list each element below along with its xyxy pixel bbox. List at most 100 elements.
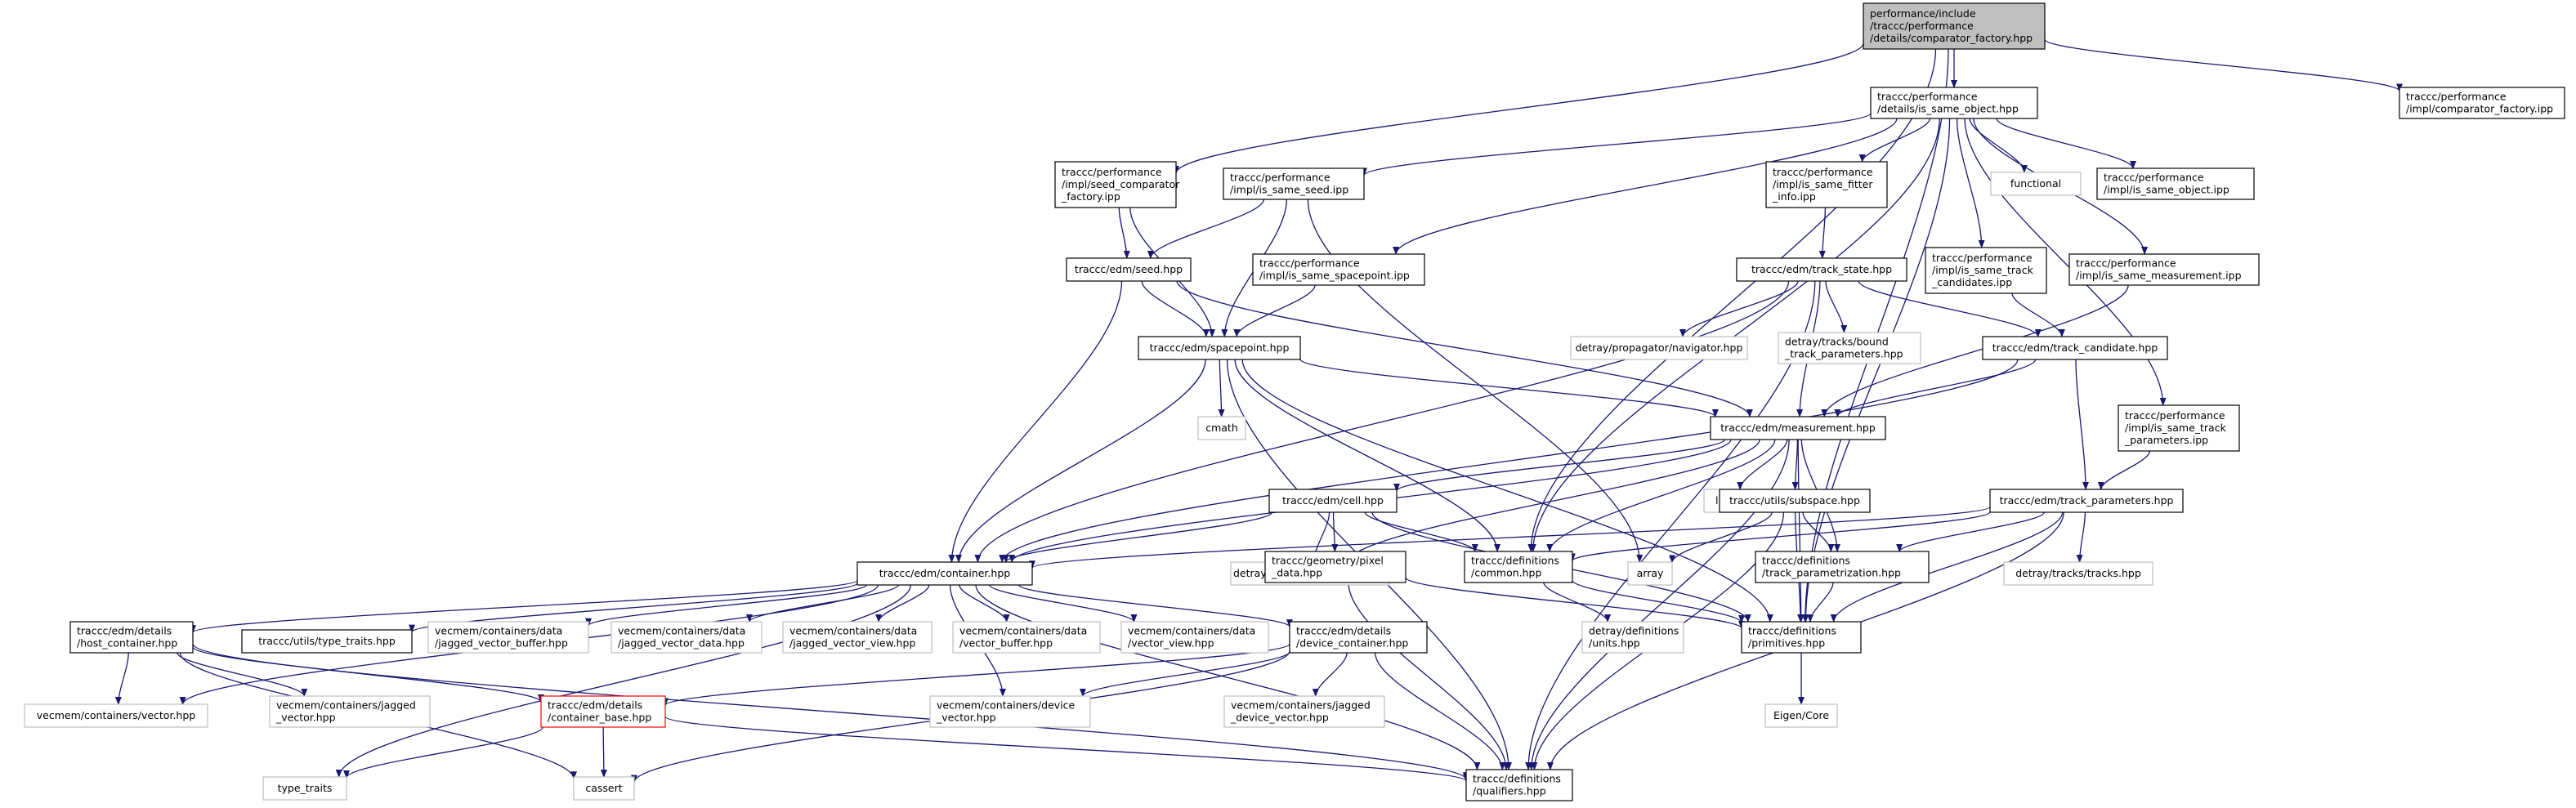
edge-is_same_fitter_info_ipp-to-track_state_hpp <box>1818 207 1827 259</box>
node-is-same-track-parameters-ipp[interactable]: traccc/performance/impl/is_same_track_pa… <box>2118 404 2240 452</box>
node-label-line: /units.hpp <box>1589 637 1640 650</box>
edge-track_parameters_hpp-to-track_parametrization_hpp <box>1896 511 2045 552</box>
node-device-container-hpp[interactable]: traccc/edm/details/device_container.hpp <box>1289 621 1428 654</box>
edge-seed_comparator_factory_ipp-to-seed_hpp <box>1118 207 1130 259</box>
node-box <box>1264 551 1407 583</box>
node-label-line: vecmem/containers/data <box>618 625 745 637</box>
edge-root-to-common_hpp <box>1527 48 1937 552</box>
node-box <box>1054 161 1177 208</box>
edge-track_parameters_hpp-to-container_hpp <box>1029 506 1991 569</box>
node-measurement-hpp[interactable]: traccc/edm/measurement.hpp <box>1710 416 1886 440</box>
node-label-line: traccc/utils/type_traits.hpp <box>258 635 396 647</box>
node-label-line: _track_parameters.hpp <box>1784 348 1903 360</box>
node-subspace-hpp[interactable]: traccc/utils/subspace.hpp <box>1719 489 1871 513</box>
node-qualifiers-hpp[interactable]: traccc/definitions/qualifiers.hpp <box>1465 769 1573 801</box>
node-label-line: traccc/performance <box>2104 172 2204 184</box>
edge-device_container_hpp-to-jagged_device_vector_hpp <box>1312 652 1348 697</box>
node-pixel-data-hpp[interactable]: traccc/geometry/pixel_data.hpp <box>1264 551 1407 583</box>
node-label-line: /qualifiers.hpp <box>1473 785 1546 797</box>
node-is-same-object-ipp[interactable]: traccc/performance/impl/is_same_object.i… <box>2096 167 2255 200</box>
node-box <box>2003 561 2153 586</box>
node-is-same-fitter-info-ipp[interactable]: traccc/performance/impl/is_same_fitter_i… <box>1765 161 1888 208</box>
node-label-line: traccc/performance <box>1230 172 1330 184</box>
node-functional: functional <box>1990 172 2082 196</box>
edge-is_same_object_hpp-to-is_same_fitter_info_ipp <box>1858 118 1931 163</box>
node-label-line: vecmem/containers/device <box>937 699 1076 712</box>
node-label-line: traccc/utils/subspace.hpp <box>1729 494 1860 507</box>
node-primitives-hpp[interactable]: traccc/definitions/primitives.hpp <box>1741 621 1862 654</box>
edge-common_hpp-to-primitives_hpp <box>1572 579 1745 623</box>
node-units-hpp: detray/definitions/units.hpp <box>1581 621 1684 654</box>
node-seed-comparator-factory-ipp[interactable]: traccc/performance/impl/seed_comparator_… <box>1054 161 1180 208</box>
node-track-parameters-hpp[interactable]: traccc/edm/track_parameters.hpp <box>1989 489 2184 513</box>
node-track-parametrization-hpp[interactable]: traccc/definitions/track_parametrization… <box>1755 551 1930 583</box>
node-root[interactable]: performance/include/traccc/performance/d… <box>1863 2 2046 50</box>
edge-cell_hpp-to-container_hpp <box>1002 511 1272 563</box>
edge-container_base_hpp-to-cassert <box>600 726 607 778</box>
node-label-line: functional <box>2010 177 2061 190</box>
edge-measurement_hpp-to-limits <box>1737 439 1788 490</box>
node-box <box>573 776 635 801</box>
node-track-state-hpp[interactable]: traccc/edm/track_state.hpp <box>1736 257 1907 282</box>
edge-measurement_hpp-to-qualifiers_hpp <box>1527 439 1790 770</box>
node-host-container-hpp[interactable]: traccc/edm/details/host_container.hpp <box>69 621 194 654</box>
node-label-line: traccc/edm/details <box>1296 625 1391 637</box>
edge-spacepoint_hpp-to-common_hpp <box>1234 359 1501 552</box>
node-label-line: /traccc/performance <box>1870 20 1974 32</box>
edge-cell_hpp-to-pixel_data_hpp <box>1331 511 1339 552</box>
node-box <box>427 621 589 654</box>
edge-root-to-impl_comparator_factory_ipp <box>2044 38 2403 92</box>
edge-track_candidate_hpp-to-container_hpp <box>999 359 2019 563</box>
node-seed-hpp[interactable]: traccc/edm/seed.hpp <box>1066 257 1192 282</box>
node-label-line: traccc/performance <box>2076 257 2176 270</box>
node-container-hpp[interactable]: traccc/edm/container.hpp <box>856 561 1033 586</box>
node-common-hpp[interactable]: traccc/definitions/common.hpp <box>1464 551 1573 583</box>
edge-track_state_hpp-to-track_candidate_hpp <box>1858 280 2042 337</box>
node-vector-view-hpp: vecmem/containers/data/vector_view.hpp <box>1120 621 1269 654</box>
node-type-traits-hpp[interactable]: traccc/utils/type_traits.hpp <box>241 629 413 654</box>
node-cell-hpp[interactable]: traccc/edm/cell.hpp <box>1268 489 1398 513</box>
node-is-same-spacepoint-ipp[interactable]: traccc/performance/impl/is_same_spacepoi… <box>1252 253 1425 286</box>
edge-measurement_hpp-to-subspace_hpp <box>1791 439 1799 490</box>
edge-subspace_hpp-to-track_parametrization_hpp <box>1802 511 1835 552</box>
edge-measurement_hpp-to-cell_hpp <box>1393 439 1726 492</box>
node-vecmem-vector-hpp: vecmem/containers/vector.hpp <box>24 703 208 728</box>
node-box <box>1223 167 1365 200</box>
node-label-line: traccc/edm/track_parameters.hpp <box>2000 494 2174 507</box>
edge-is_same_seed_ipp-to-array <box>1307 199 1644 563</box>
node-label-line: /jagged_vector_buffer.hpp <box>435 637 568 650</box>
edge-track_state_hpp-to-navigator_hpp <box>1679 280 1799 337</box>
node-label-line: detray/tracks/tracks.hpp <box>2015 567 2141 579</box>
edge-spacepoint_hpp-to-measurement_hpp <box>1299 359 1719 417</box>
node-label-line: Eigen/Core <box>1773 709 1829 721</box>
node-label-line: traccc/geometry/pixel <box>1272 555 1384 567</box>
edge-is_same_seed_ipp-to-seed_hpp <box>1147 199 1265 259</box>
edge-is_same_track_parameters_ipp-to-track_parameters_hpp <box>2097 450 2151 490</box>
node-is-same-seed-ipp[interactable]: traccc/performance/impl/is_same_seed.ipp <box>1223 167 1365 200</box>
edge-measurement_hpp-to-barcode_hpp <box>1345 439 1760 563</box>
node-is-same-measurement-ipp[interactable]: traccc/performance/impl/is_same_measurem… <box>2068 253 2260 286</box>
edge-is_same_track_candidates_ipp-to-track_candidate_hpp <box>2011 292 2065 337</box>
node-label-line: vecmem/containers/jagged <box>1231 699 1371 712</box>
node-is-same-object-hpp[interactable]: traccc/performance/details/is_same_objec… <box>1870 87 2038 119</box>
node-container-base-hpp[interactable]: traccc/edm/details/container_base.hpp <box>540 695 666 728</box>
node-track-candidate-hpp[interactable]: traccc/edm/track_candidate.hpp <box>1982 336 2168 360</box>
edge-is_same_object_hpp-to-is_same_seed_ipp <box>1361 112 1872 176</box>
node-box <box>269 695 431 728</box>
node-label-line: /impl/is_same_fitter <box>1773 178 1873 190</box>
node-spacepoint-hpp[interactable]: traccc/edm/spacepoint.hpp <box>1138 336 1301 360</box>
node-is-same-track-candidates-ipp[interactable]: traccc/performance/impl/is_same_track_ca… <box>1925 247 2047 294</box>
edge-track_candidate_hpp-to-track_parameters_hpp <box>2075 359 2089 490</box>
node-box <box>1764 703 1838 728</box>
edge-is_same_spacepoint_ipp-to-spacepoint_hpp <box>1233 284 1316 337</box>
node-label-line: _vector.hpp <box>936 712 996 724</box>
node-box <box>24 703 208 728</box>
node-label-line: /impl/is_same_seed.ipp <box>1230 184 1348 196</box>
edge-container_hpp-to-jagged_vector_view_hpp <box>875 584 930 623</box>
edge-container_hpp-to-host_container_hpp <box>190 579 858 634</box>
node-impl-comparator-factory-ipp[interactable]: traccc/performance/impl/comparator_facto… <box>2399 87 2565 119</box>
node-label-line: /vector_view.hpp <box>1128 637 1214 650</box>
node-label-line: traccc/performance <box>1773 166 1873 178</box>
node-label-line: traccc/performance <box>1062 166 1162 178</box>
edge-seed_hpp-to-measurement_hpp <box>1176 280 1753 417</box>
